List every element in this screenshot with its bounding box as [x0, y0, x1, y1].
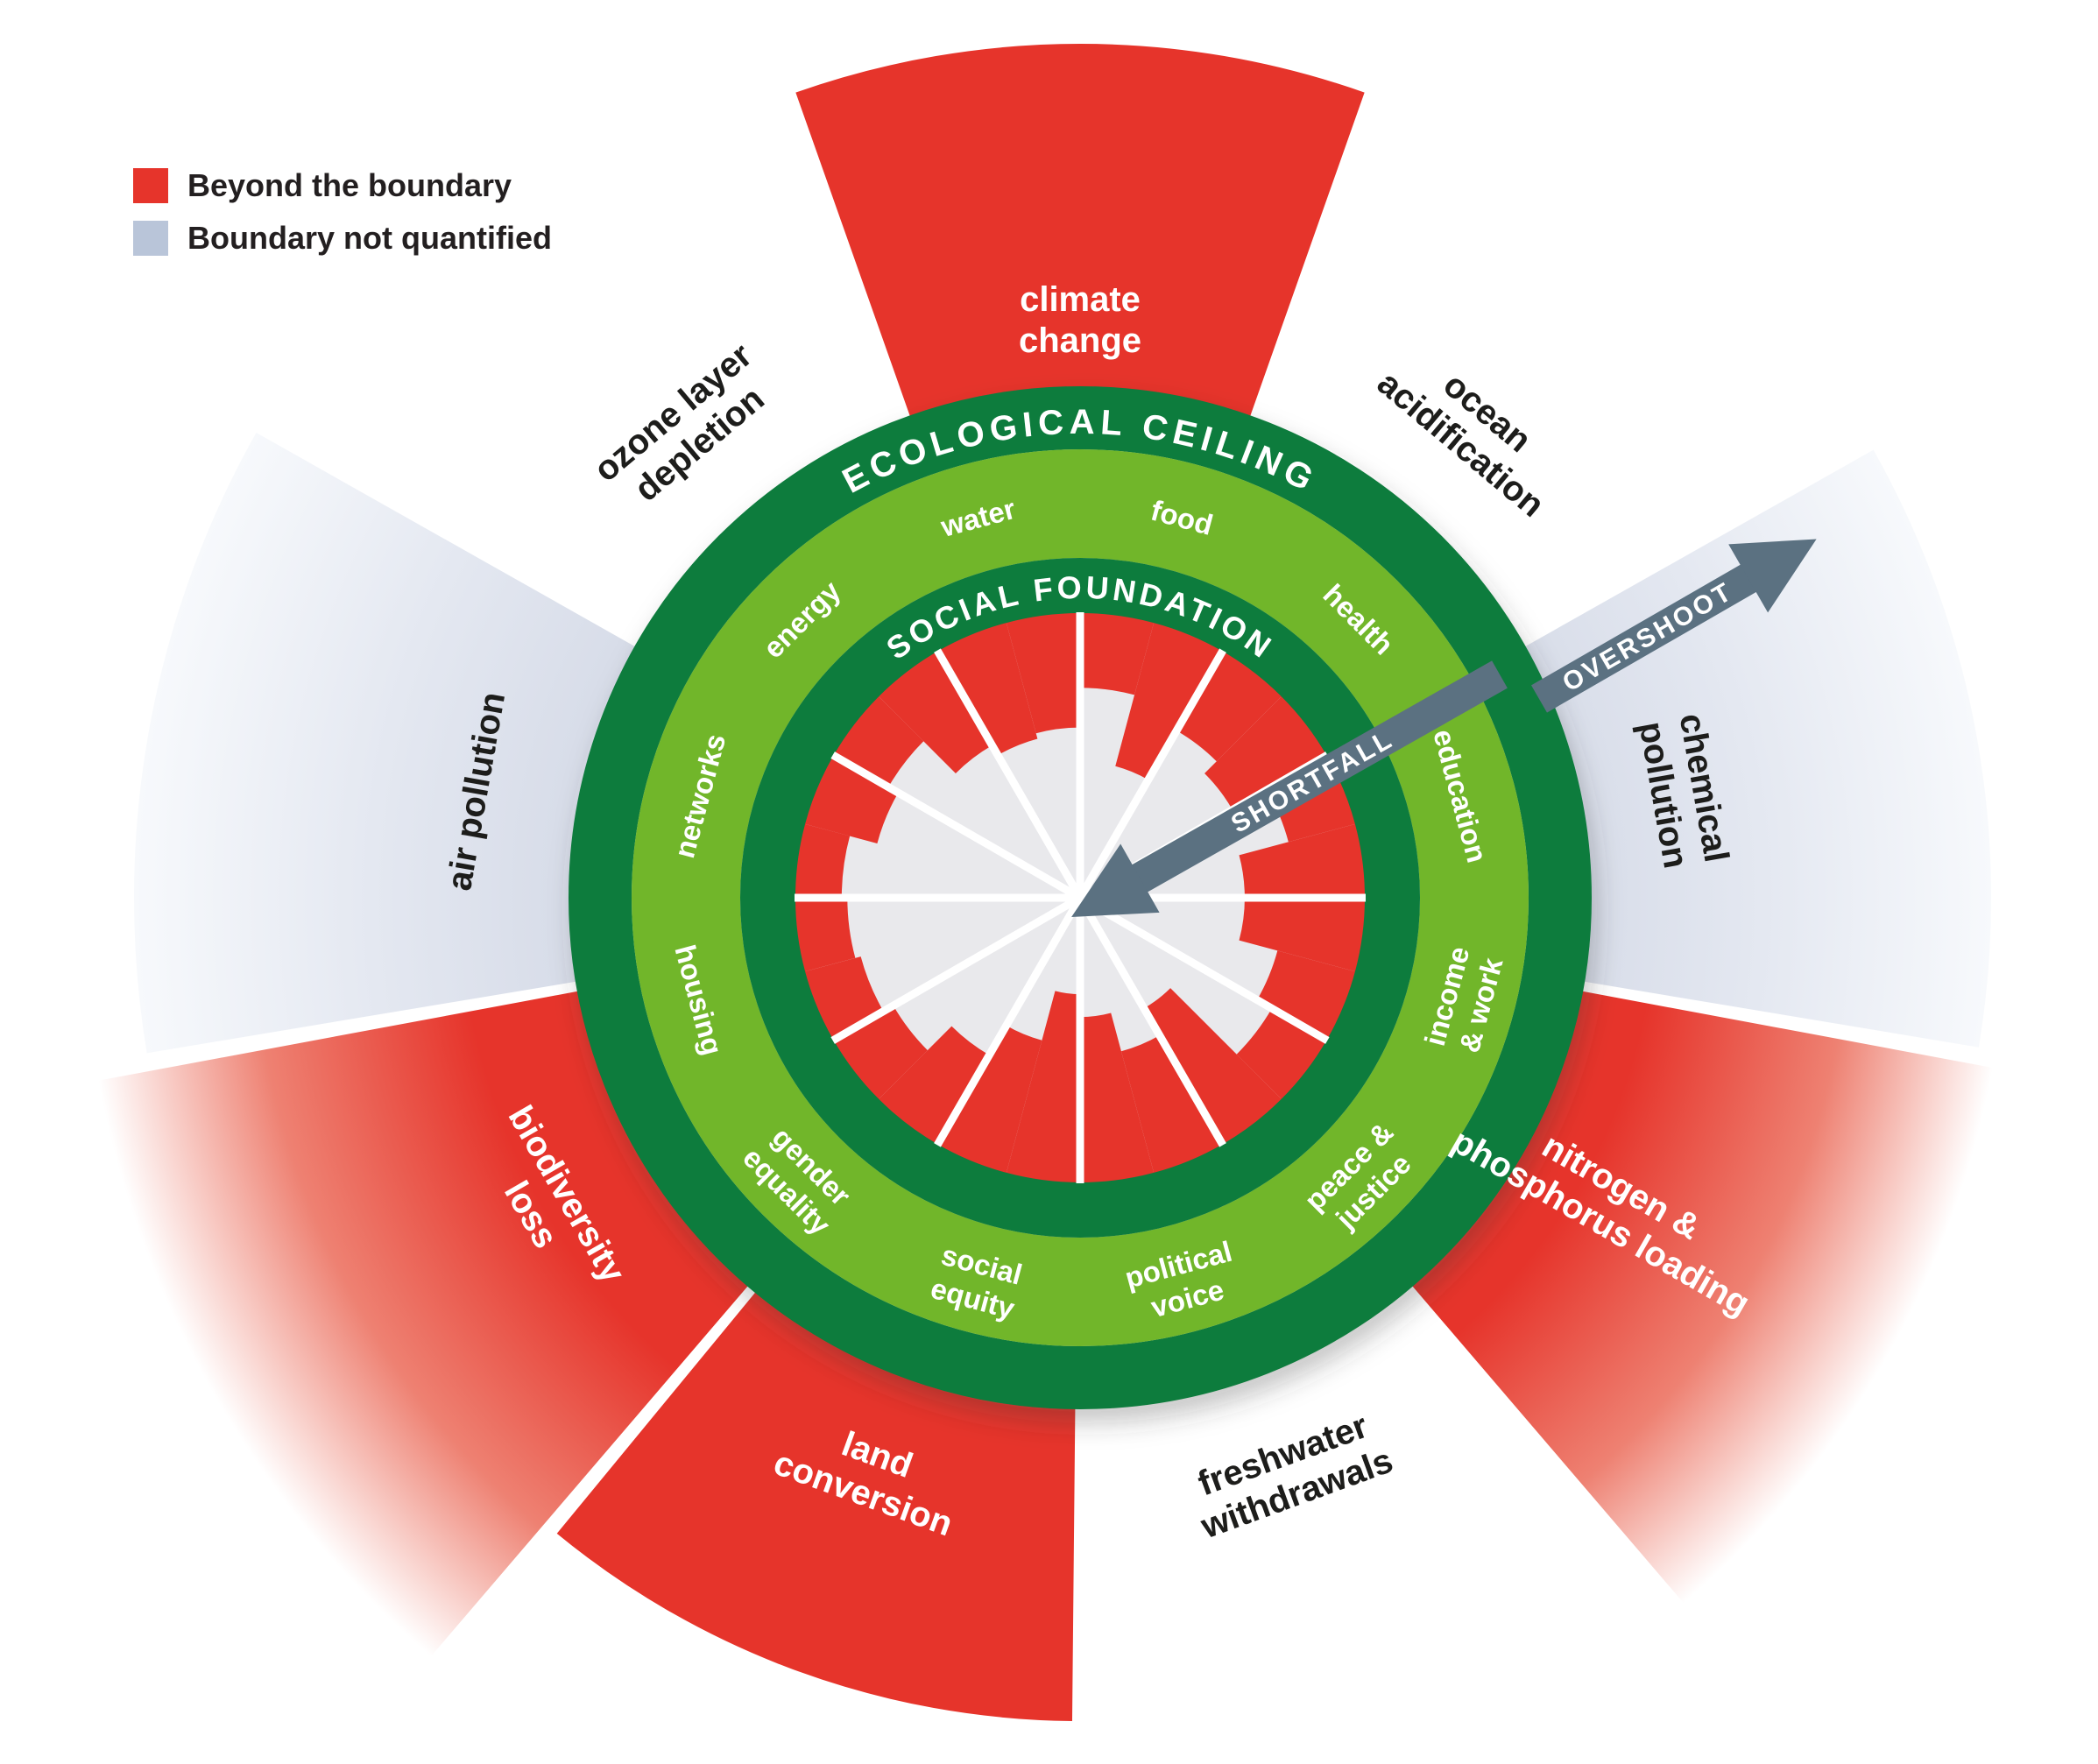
- legend-label-beyond-boundary: Beyond the boundary: [187, 167, 512, 203]
- legend-swatch-not-quantified: [133, 221, 168, 256]
- legend-swatch-beyond-boundary: [133, 168, 168, 203]
- eco-wedge-chemical-pollution: [1523, 449, 1991, 1048]
- legend-item-beyond-boundary: Beyond the boundary: [133, 168, 552, 203]
- sector-line-210: [934, 895, 1084, 1147]
- shortfall-bar-food-1: [1080, 613, 1155, 695]
- legend-label-not-quantified: Boundary not quantified: [187, 220, 552, 256]
- shortfall-bar-political-voice-1: [1120, 1035, 1223, 1173]
- legend: Beyond the boundary Boundary not quantif…: [133, 168, 552, 256]
- shortfall-bar-political-voice-2: [1080, 1013, 1155, 1182]
- eco-wedge-land-conversion: [556, 1291, 1076, 1721]
- eco-wedge-nitrogen-phosphorus-loading: [1411, 991, 1994, 1604]
- shortfall-bar-networks-2: [805, 755, 899, 843]
- shortfall-bar-networks-1: [795, 823, 851, 898]
- eco-wedge-air-pollution: [133, 433, 637, 1054]
- shortfall-bar-water-2: [1006, 613, 1080, 734]
- sector-line-150: [1077, 895, 1226, 1147]
- ecological-ceiling-ring: [569, 386, 1592, 1409]
- shortfall-bar-income-work-1: [1239, 898, 1365, 972]
- shortfall-bars: [795, 613, 1365, 1182]
- social-foundation-ring: [740, 558, 1420, 1238]
- sector-line-330: [934, 648, 1084, 900]
- shortfall-bar-energy-2: [879, 651, 992, 773]
- shortfall-bar-food-2: [1115, 623, 1223, 780]
- shortfall-bar-housing-2: [795, 898, 856, 972]
- shortfall-bar-education-2: [1239, 823, 1365, 898]
- sector-line-300: [830, 751, 1083, 901]
- ecological-wedges: [98, 43, 1994, 1721]
- eco-label-ozone-layer-depletion: ozone layerdepletion: [587, 336, 786, 521]
- eco-label-ocean-acidification: oceanacidification: [1370, 332, 1578, 525]
- sector-line-120: [1077, 894, 1330, 1044]
- shortfall-bar-water-1: [937, 623, 1038, 756]
- doughnut-body-ring: [632, 449, 1529, 1346]
- sector-line-240: [830, 894, 1083, 1044]
- shortfall-bar-health-1: [1176, 651, 1282, 762]
- eco-label-freshwater-withdrawals: freshwaterwithdrawals: [1182, 1402, 1398, 1546]
- shortfall-bar-peace-justice-2: [1143, 988, 1282, 1145]
- legend-item-not-quantified: Boundary not quantified: [133, 221, 552, 256]
- eco-wedge-biodiversity-loss: [98, 991, 749, 1657]
- shortfall-bar-income-work-2: [1257, 950, 1355, 1041]
- shortfall-bar-gender-equality-1: [879, 1026, 990, 1145]
- shortfall-bar-health-2: [1204, 696, 1327, 810]
- eco-wedge-climate-change: [795, 43, 1365, 418]
- shortfall-bar-social-equity-2: [937, 1025, 1042, 1173]
- shortfall-bar-social-equity-1: [1006, 991, 1080, 1182]
